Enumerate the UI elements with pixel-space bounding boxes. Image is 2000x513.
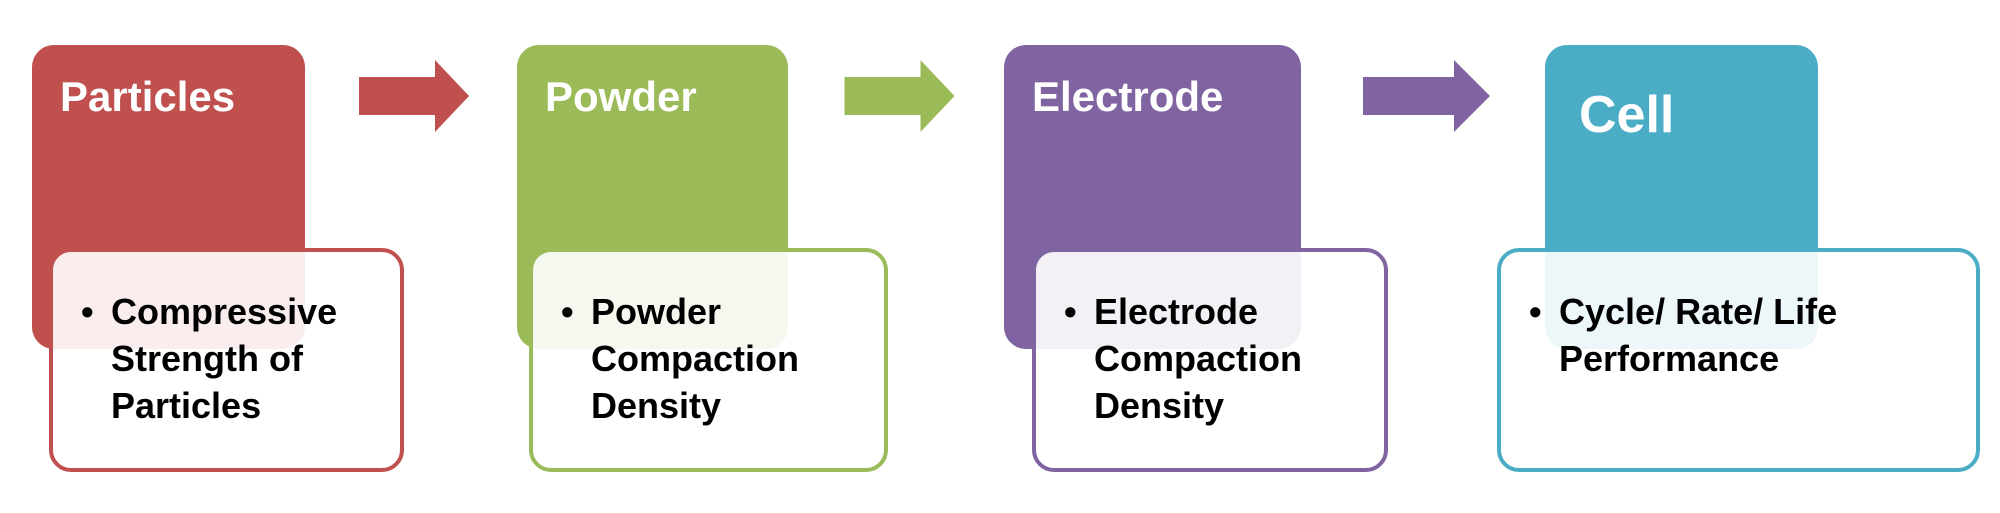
stage-title: Powder xyxy=(545,73,697,120)
stage-detail-box: Cycle/ Rate/ Life Performance xyxy=(1497,248,1980,472)
stage-bullet: Cycle/ Rate/ Life Performance xyxy=(1525,288,1966,382)
stage-title: Electrode xyxy=(1032,73,1224,120)
stage-title: Cell xyxy=(1579,86,1675,144)
stage-detail-box: Compressive Strength of Particles xyxy=(49,248,404,472)
stage-title: Particles xyxy=(60,73,236,120)
stage-bullet: Compressive Strength of Particles xyxy=(77,288,390,429)
right-arrow-icon xyxy=(359,60,469,132)
right-arrow-icon xyxy=(1363,60,1490,132)
stage-detail-box: Powder Compaction Density xyxy=(529,248,888,472)
right-arrow-icon xyxy=(844,60,955,132)
stage-bullet: Electrode Compaction Density xyxy=(1060,288,1374,429)
stage-detail-box: Electrode Compaction Density xyxy=(1032,248,1388,472)
stage-bullet: Powder Compaction Density xyxy=(557,288,874,429)
